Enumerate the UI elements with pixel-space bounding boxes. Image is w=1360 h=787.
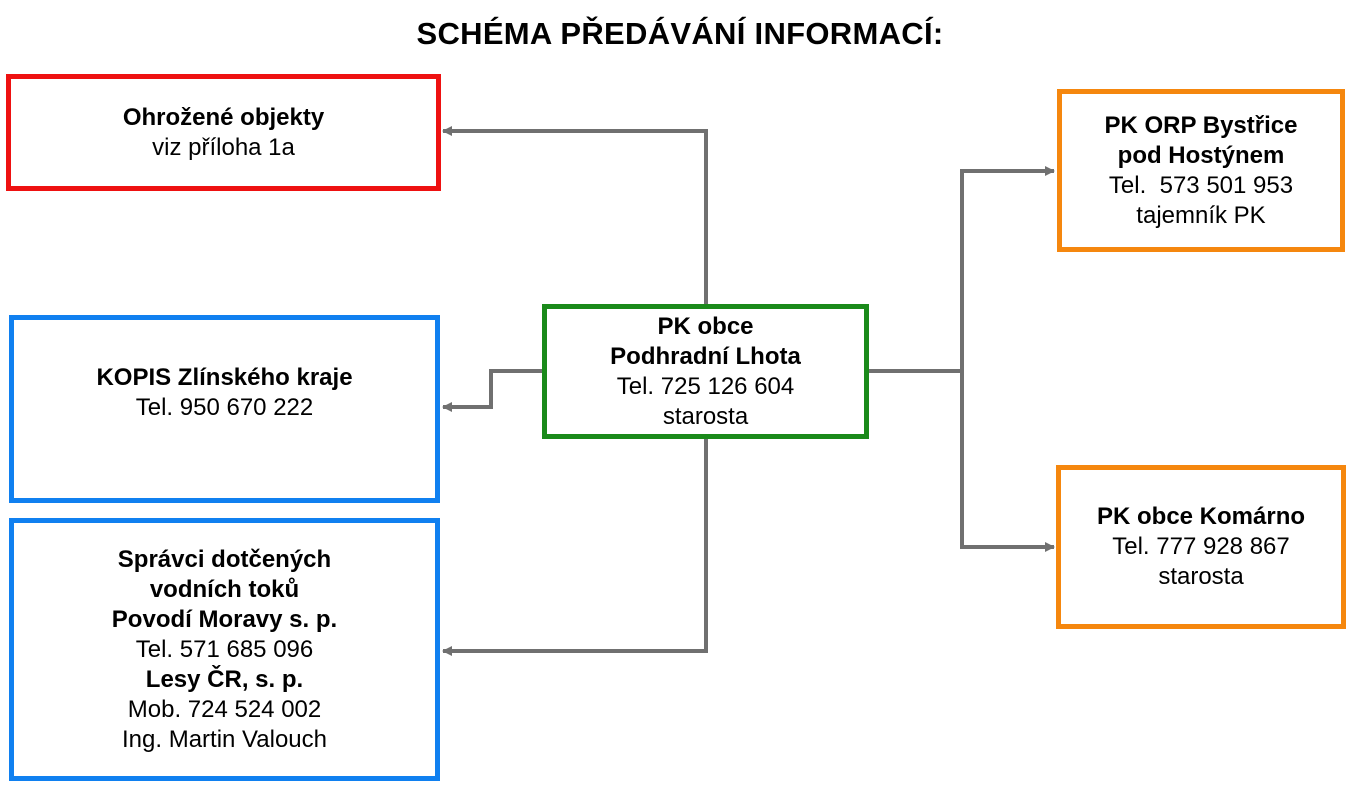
arrow-to-orp [960, 166, 1055, 371]
node-spravci-toku: Správci dotčených vodních toků Povodí Mo… [9, 518, 440, 781]
node-spravci-org-2-person: Ing. Martin Valouch [122, 725, 327, 753]
node-center-title-2: Podhradní Lhota [610, 342, 801, 370]
arrow-to-ohrozene [442, 126, 708, 304]
diagram-title: SCHÉMA PŘEDÁVÁNÍ INFORMACÍ: [416, 16, 944, 51]
node-center-title-1: PK obce [657, 312, 754, 340]
node-orp-title-2: pod Hostýnem [1117, 141, 1285, 169]
node-komarno-title: PK obce Komárno [1096, 503, 1306, 530]
node-orp-phone: Tel. 573 501 953 [1108, 171, 1294, 199]
node-komarno-role: starosta [1158, 563, 1244, 590]
node-orp-title-1: PK ORP Bystřice [1104, 111, 1298, 139]
node-orp-role: tajemník PK [1136, 201, 1266, 229]
node-spravci-org-1: Povodí Moravy s. p. [111, 605, 338, 633]
node-spravci-org-2-phone: Mob. 724 524 002 [127, 695, 322, 723]
node-kopis-phone: Tel. 950 670 222 [135, 394, 314, 421]
node-spravci-heading-1: Správci dotčených [117, 545, 332, 573]
node-center-role: starosta [662, 402, 749, 430]
arrow-to-kopis [442, 369, 542, 412]
node-kopis: KOPIS Zlínského kraje Tel. 950 670 222 [9, 315, 440, 503]
node-pk-orp-bystrice: PK ORP Bystřice pod Hostýnem Tel. 573 50… [1057, 89, 1345, 252]
node-ohrozene-title: Ohrožené objekty [122, 104, 325, 131]
node-ohrozene-reference: viz příloha 1a [152, 134, 295, 161]
node-spravci-org-1-phone: Tel. 571 685 096 [135, 635, 314, 663]
arrow-to-spravci [442, 439, 708, 656]
arrow-to-komarno [960, 371, 1055, 552]
node-center-phone: Tel. 725 126 604 [616, 372, 795, 400]
node-pk-podhradni-lhota: PK obce Podhradní Lhota Tel. 725 126 604… [542, 304, 869, 439]
node-komarno-phone: Tel. 777 928 867 [1112, 533, 1290, 560]
node-spravci-heading-2: vodních toků [149, 575, 300, 603]
node-ohrozene-objekty: Ohrožené objekty viz příloha 1a [6, 74, 441, 191]
node-kopis-title: KOPIS Zlínského kraje [96, 364, 353, 391]
node-pk-komarno: PK obce Komárno Tel. 777 928 867 starost… [1056, 465, 1346, 629]
node-spravci-org-2: Lesy ČR, s. p. [145, 665, 304, 693]
